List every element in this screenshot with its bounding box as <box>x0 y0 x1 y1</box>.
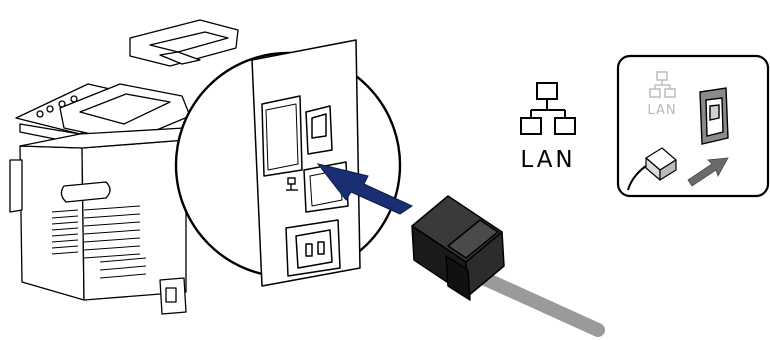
lan-symbol-label: LAN <box>520 147 575 173</box>
lan-port-inset-panel: LAN <box>618 56 768 196</box>
ethernet-cable <box>412 196 598 330</box>
lan-symbol: LAN <box>520 83 575 173</box>
network-topology-icon <box>521 83 575 134</box>
ethernet-port-icon <box>700 88 728 144</box>
zoom-circle <box>176 40 400 286</box>
inset-lan-label: LAN <box>647 103 676 118</box>
